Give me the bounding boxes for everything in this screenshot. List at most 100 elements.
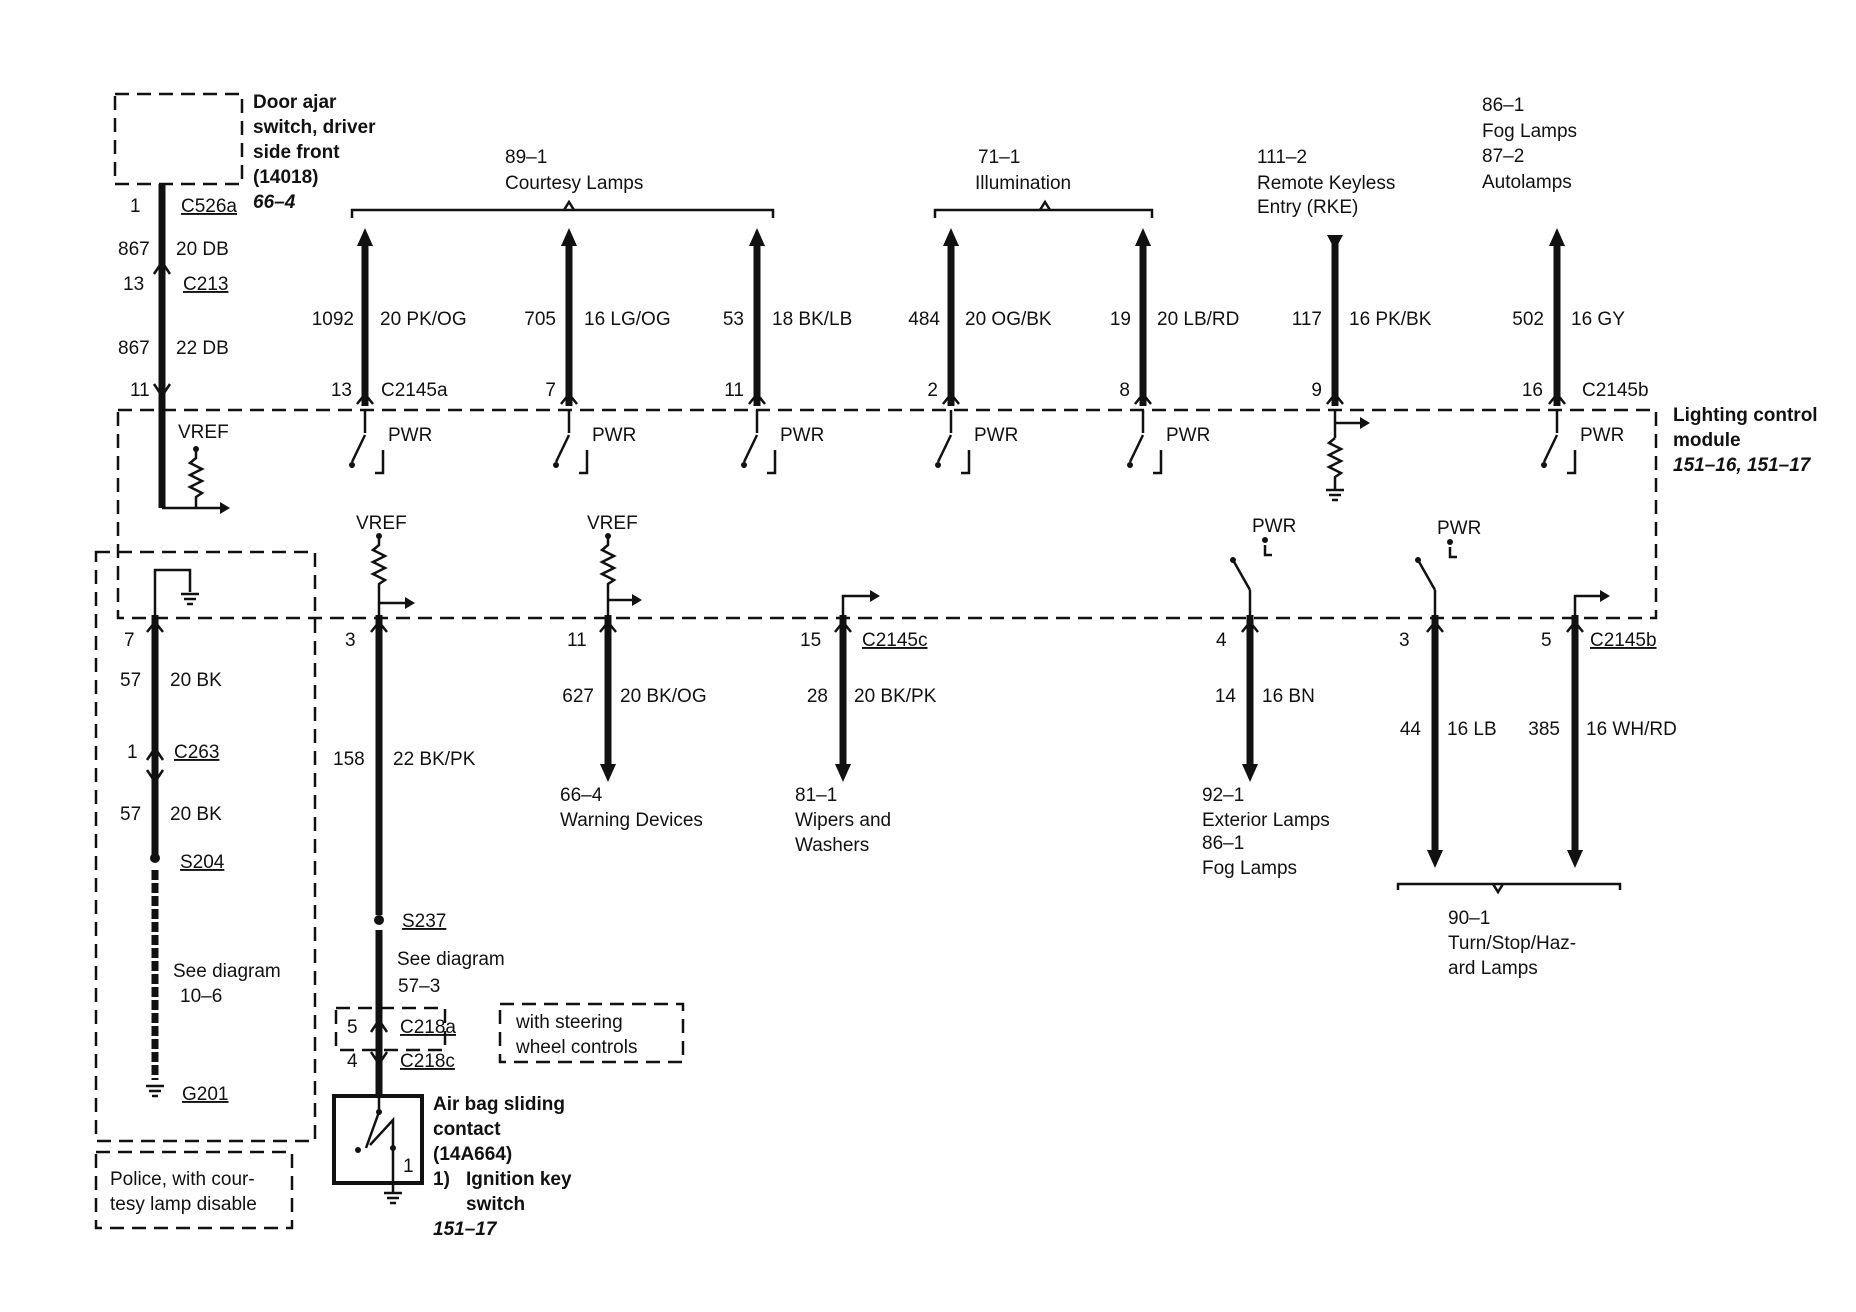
top-wire-705: 705 16 LG/OG 7	[524, 228, 671, 406]
police-note-2: tesy lamp disable	[110, 1194, 257, 1215]
internal-bottom-elements: VREF VREF PWR PWR	[153, 513, 1610, 615]
top-wire-53: 53 18 BK/LB 11	[723, 228, 852, 406]
module-label-1: Lighting control	[1673, 405, 1818, 426]
circuit-label: 19	[1110, 309, 1131, 330]
switch-pin-label: 1	[403, 1156, 414, 1177]
internal-pwr-switches: PWR PWR PWR PWR PWR	[349, 410, 1624, 502]
pin-label: 11	[130, 380, 150, 401]
pin-label: 4	[347, 1051, 358, 1072]
door-ajar-part: (14018)	[253, 167, 319, 188]
circuit-label: 53	[723, 309, 744, 330]
pin-label: 13	[331, 380, 352, 401]
pin-label: 4	[1216, 630, 1227, 651]
see-diagram-ref: 10–6	[180, 986, 222, 1007]
top-wire-502: 502 16 GY 16 C2145b	[1512, 228, 1649, 406]
pin-label: 2	[927, 380, 938, 401]
dest-name-2: Fog Lamps	[1202, 858, 1297, 879]
pwr-label: PWR	[974, 425, 1018, 446]
pin-label: 5	[347, 1017, 358, 1038]
pwr-label: PWR	[592, 425, 636, 446]
wire-spec-label: 20 BK/PK	[854, 686, 937, 707]
group-name-2: Autolamps	[1482, 172, 1572, 193]
group-name: Remote Keyless	[1257, 173, 1395, 194]
wire-spec-label: 16 LG/OG	[584, 309, 671, 330]
pin-label: 5	[1541, 630, 1552, 651]
pin-label: 7	[545, 380, 556, 401]
note-number: 1)	[433, 1169, 450, 1190]
circuit-label: 14	[1215, 686, 1237, 707]
pwr-switch: PWR	[553, 410, 636, 475]
group-name: Turn/Stop/Haz-	[1448, 933, 1576, 954]
top-wire-484: 484 20 OG/BK 2	[908, 228, 1052, 406]
group-name: Illumination	[975, 173, 1071, 194]
wire-spec-label: 20 LB/RD	[1157, 309, 1239, 330]
top-wire-117: 117 16 PK/BK 9	[1292, 235, 1432, 406]
pwr-switch: PWR	[1127, 410, 1210, 475]
police-note-1: Police, with cour-	[110, 1169, 255, 1190]
group-ref-2: 87–2	[1482, 146, 1524, 167]
connector-label: C213	[183, 274, 228, 295]
splice-label: S237	[402, 911, 446, 932]
pin-label: 15	[800, 630, 821, 651]
connector-label: C526a	[181, 196, 237, 217]
module-ref: 151–16, 151–17	[1673, 455, 1812, 476]
pin-label: 1	[127, 742, 138, 763]
police-note: Police, with cour- tesy lamp disable	[94, 1150, 294, 1230]
connector-label: C218a	[400, 1017, 456, 1038]
see-diagram-label: See diagram	[397, 949, 505, 970]
door-ajar-label-2: switch, driver	[253, 117, 376, 138]
lighting-control-module: Lighting control module 151–16, 151–17	[116, 405, 1818, 620]
vref-label: VREF	[178, 422, 229, 443]
vref-label: VREF	[587, 513, 638, 534]
circuit-label: 1092	[312, 309, 354, 330]
pin-label: 13	[123, 274, 144, 295]
dest-name: Exterior Lamps	[1202, 810, 1330, 831]
pin-label: 11	[567, 630, 587, 651]
bottom-wire-57: 7 57 20 BK 1 C263 57 20 BK S204 See diag…	[94, 550, 317, 1143]
vref-resistor: VREF	[356, 513, 415, 615]
circuit-label: 705	[524, 309, 556, 330]
pin-label: 11	[724, 380, 744, 401]
turn-stop-hazard-group: 90–1 Turn/Stop/Haz- ard Lamps	[1396, 882, 1622, 979]
group-name-2: Entry (RKE)	[1257, 197, 1358, 218]
input-flag	[1573, 590, 1610, 615]
dest-ref: 81–1	[795, 785, 837, 806]
group-ref: 89–1	[505, 147, 547, 168]
wire-spec-label: 22 BK/PK	[393, 749, 476, 770]
circuit-label: 57	[120, 804, 141, 825]
circuit-label: 502	[1512, 309, 1544, 330]
pwr-switch: PWR	[349, 410, 432, 475]
door-ajar-switch: Door ajar switch, driver side front (140…	[113, 92, 376, 213]
circuit-label: 627	[562, 686, 594, 707]
circuit-label: 158	[333, 749, 365, 770]
pin-label: 1	[130, 196, 141, 217]
wire-spec-label: 20 BK	[170, 670, 222, 691]
top-connector-marks	[356, 391, 1566, 405]
group-name: Courtesy Lamps	[505, 173, 643, 194]
pwr-switch: PWR	[935, 410, 1018, 475]
dest-name: Warning Devices	[560, 810, 703, 831]
wire-spec-label: 20 OG/BK	[965, 309, 1052, 330]
bottom-wire-28: 15 C2145c 28 20 BK/PK 81–1 Wipers and Wa…	[795, 615, 937, 856]
circuit-label: 117	[1292, 309, 1322, 330]
wire-spec-label: 16 PK/BK	[1349, 309, 1432, 330]
connector-label: C218c	[400, 1051, 455, 1072]
circuit-label: 57	[120, 670, 141, 691]
pwr-label: PWR	[388, 425, 432, 446]
dest-ref: 92–1	[1202, 785, 1244, 806]
courtesy-lamps-group: 89–1 Courtesy Lamps	[350, 147, 775, 218]
pwr-label: PWR	[1252, 516, 1296, 537]
door-ajar-ref: 66–4	[253, 192, 296, 213]
connector-label: C2145a	[381, 380, 448, 401]
rke-input-resistor	[1326, 410, 1370, 502]
wire-spec-label: 16 LB	[1447, 719, 1497, 740]
fog-autolamps-group: 86–1 Fog Lamps 87–2 Autolamps	[1482, 95, 1577, 193]
pwr-label: PWR	[1437, 518, 1481, 539]
pin-label: 9	[1311, 380, 1322, 401]
pin-label: 7	[124, 630, 135, 651]
steering-controls-note: with steering wheel controls	[498, 1002, 685, 1064]
pin-label: 8	[1119, 380, 1130, 401]
see-diagram-ref: 57–3	[398, 976, 440, 997]
steering-note-2: wheel controls	[515, 1037, 637, 1058]
wire-spec-label: 20 BK/OG	[620, 686, 707, 707]
